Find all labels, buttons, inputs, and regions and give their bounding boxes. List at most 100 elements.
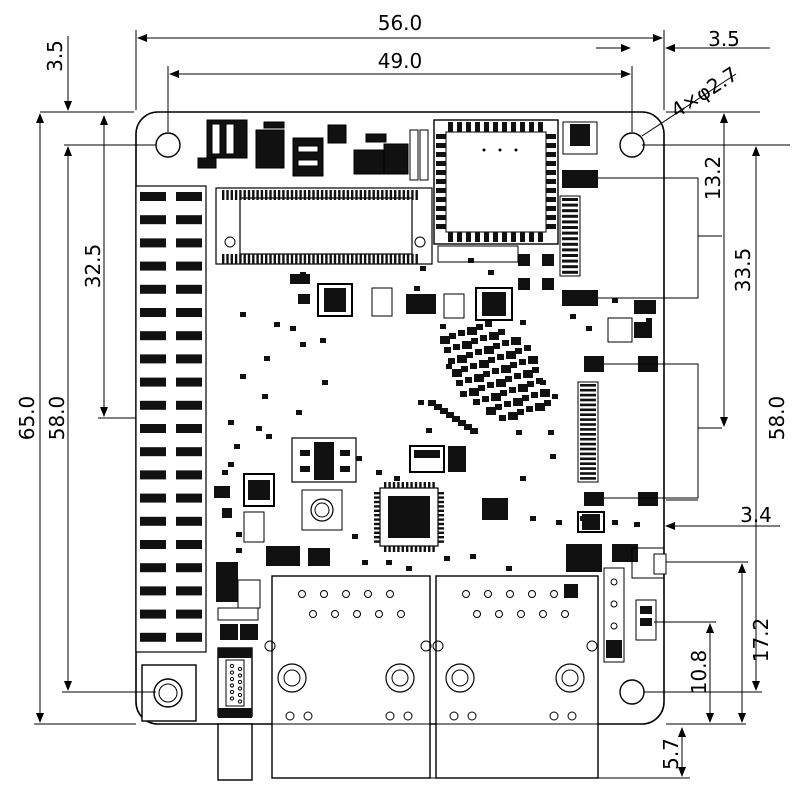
- dim-offset-right: 3.5: [708, 27, 740, 51]
- usb-connector: [217, 647, 253, 781]
- eth-hole: [303, 711, 313, 721]
- connector-pin: [562, 214, 578, 218]
- soc-pad: [436, 197, 446, 202]
- eth-hole: [528, 590, 536, 598]
- cluster-part: [495, 404, 502, 410]
- cluster-part: [497, 354, 504, 360]
- eth-hole: [473, 610, 481, 618]
- soc-pad: [546, 215, 556, 220]
- soc-pad: [546, 134, 556, 139]
- connector-pin: [562, 270, 578, 274]
- dim-width-holes: 49.0: [378, 49, 423, 73]
- gpio-pin: [140, 261, 166, 271]
- connector-pin: [368, 190, 371, 200]
- gpio-pin: [140, 238, 166, 248]
- soc-chip: [433, 119, 559, 245]
- usb-pin: [237, 699, 243, 704]
- gpio-pin: [176, 609, 202, 619]
- cluster-part: [486, 407, 496, 415]
- connector-pin: [273, 254, 276, 264]
- eth-hole: [342, 590, 350, 598]
- usb-pin: [237, 679, 243, 685]
- connector-pin: [329, 254, 332, 264]
- connector-pin: [562, 226, 578, 229]
- eth-hole: [403, 711, 413, 721]
- smd-pad: [236, 548, 242, 553]
- cluster-part: [456, 380, 463, 386]
- smd-pad: [420, 266, 426, 271]
- connector-pin: [252, 190, 255, 200]
- cluster-part: [458, 330, 465, 336]
- connector-pin: [402, 254, 405, 264]
- ethernet-port-left: [264, 575, 432, 779]
- connector-pin: [562, 248, 578, 252]
- soc-pad: [520, 122, 525, 132]
- cluster-part: [513, 398, 523, 406]
- cluster-part: [511, 337, 521, 345]
- cluster-part: [517, 409, 524, 415]
- soc-pad: [546, 188, 556, 193]
- cluster-part: [473, 399, 480, 405]
- smd-pad: [240, 312, 246, 317]
- soc-pad: [484, 232, 489, 242]
- eth-hole: [309, 610, 317, 618]
- connector-pin: [402, 190, 405, 200]
- qfp-pin: [392, 482, 396, 488]
- dim-right-33-5: 33.5: [731, 248, 755, 293]
- eth-hole: [386, 590, 394, 598]
- qfp-pin: [397, 546, 400, 552]
- connector-pin: [394, 190, 397, 200]
- connector-pin: [580, 462, 596, 465]
- usb-pin: [229, 676, 235, 682]
- soc-pad: [436, 134, 446, 139]
- qfp-pin: [374, 492, 380, 495]
- dim-right-13-2: 13.2: [701, 156, 725, 201]
- connector-pin: [359, 254, 362, 264]
- qfp-pin: [406, 482, 409, 488]
- connector-pin: [269, 254, 272, 264]
- connector-pin: [394, 254, 397, 264]
- gpio-pin: [176, 493, 202, 503]
- gpio-pin: [140, 400, 166, 410]
- connector-pin: [325, 254, 328, 264]
- gpio-pin: [176, 238, 202, 248]
- eth-hole: [364, 590, 372, 598]
- cluster-part: [518, 384, 528, 392]
- dim-right-10-8: 10.8: [687, 650, 711, 695]
- eth-hole: [561, 610, 569, 618]
- smd-pad: [488, 270, 494, 275]
- smd-pad: [228, 420, 234, 425]
- connector-pin: [580, 408, 596, 412]
- connector-pin: [252, 254, 255, 264]
- cluster-part: [489, 332, 499, 340]
- connector-pin: [295, 254, 298, 264]
- cluster-part: [506, 351, 516, 359]
- cluster-part: [480, 335, 487, 341]
- gpio-pin: [140, 192, 166, 201]
- connector-pin: [239, 254, 242, 264]
- connector-pin: [580, 403, 596, 407]
- connector-pin: [372, 190, 375, 200]
- smd-pad: [222, 470, 228, 475]
- smd-pad: [290, 326, 296, 331]
- connector-pin: [368, 254, 371, 264]
- gpio-pin: [176, 516, 202, 526]
- qfp-pin: [438, 522, 444, 526]
- connector-pin: [580, 384, 596, 387]
- connector-pin: [351, 254, 354, 264]
- qfp-pin: [423, 546, 426, 552]
- connector-pin: [226, 190, 229, 200]
- connector-pin: [234, 190, 238, 200]
- connector-pin: [256, 190, 259, 200]
- connector-pin: [277, 190, 281, 200]
- gpio-pin: [140, 540, 166, 549]
- cluster-part: [522, 395, 529, 401]
- smd-pad: [580, 516, 586, 521]
- cluster-part: [482, 396, 489, 402]
- qfp-pin: [401, 482, 404, 488]
- smd-pad: [236, 532, 242, 537]
- eth-hole: [298, 590, 306, 598]
- dim-right-58-0: 58.0: [765, 396, 789, 441]
- cluster-part: [500, 390, 507, 396]
- usb-pin: [237, 686, 243, 691]
